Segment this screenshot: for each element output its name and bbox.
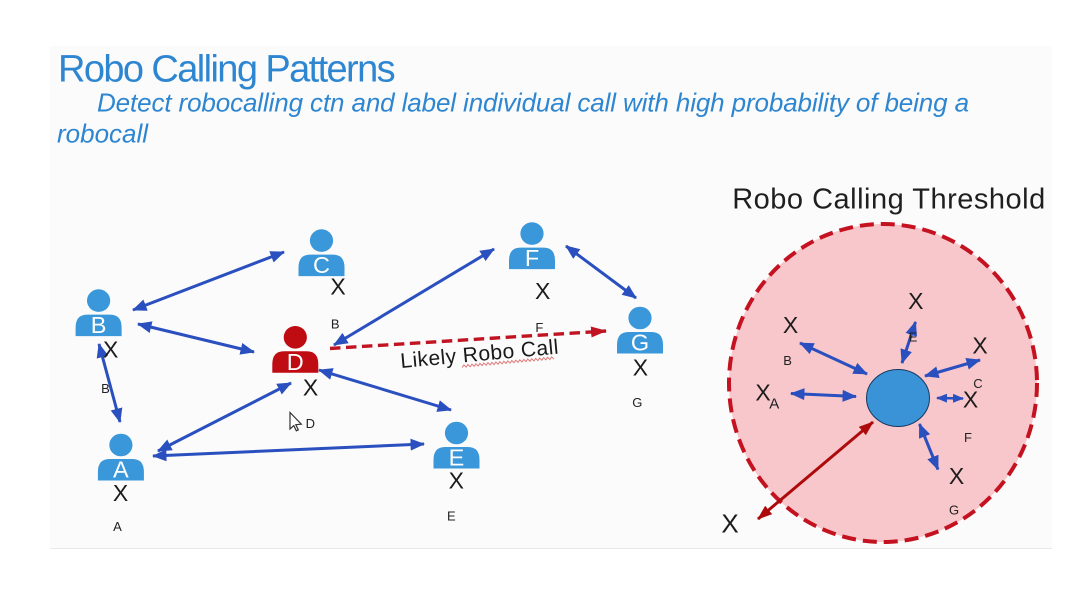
svg-text:E: E <box>447 509 456 524</box>
svg-text:B: B <box>331 316 340 331</box>
svg-text:robocall: robocall <box>57 119 149 149</box>
svg-text:B: B <box>783 353 792 368</box>
svg-text:C: C <box>313 252 330 278</box>
svg-text:X: X <box>721 509 738 539</box>
svg-text:D: D <box>287 349 304 375</box>
svg-text:F: F <box>964 430 972 445</box>
svg-text:Detect robocalling ctn and lab: Detect robocalling ctn and label individ… <box>97 88 969 118</box>
svg-text:X: X <box>908 288 923 314</box>
svg-text:F: F <box>525 245 539 271</box>
svg-text:X: X <box>783 312 798 338</box>
svg-text:A: A <box>113 519 122 534</box>
svg-text:X: X <box>972 333 987 359</box>
svg-text:D: D <box>306 416 315 431</box>
svg-text:G: G <box>949 502 959 517</box>
svg-text:X: X <box>303 375 318 401</box>
svg-text:X: X <box>949 463 964 489</box>
svg-text:X: X <box>103 337 118 363</box>
svg-text:X: X <box>113 480 128 506</box>
svg-text:X: X <box>963 387 978 413</box>
svg-text:X: X <box>449 468 464 494</box>
svg-text:X: X <box>330 273 345 299</box>
svg-text:G: G <box>632 395 642 410</box>
svg-text:G: G <box>631 330 649 356</box>
svg-text:Robo Calling Threshold: Robo Calling Threshold <box>732 184 1046 216</box>
svg-text:F: F <box>535 320 543 335</box>
svg-text:B: B <box>91 312 107 338</box>
svg-text:E: E <box>909 330 918 345</box>
svg-text:A: A <box>113 457 129 483</box>
svg-text:X: X <box>535 278 550 304</box>
svg-text:X: X <box>633 355 648 381</box>
svg-text:A: A <box>769 396 779 413</box>
svg-text:X: X <box>755 379 770 405</box>
svg-text:E: E <box>449 445 465 471</box>
svg-text:C: C <box>973 376 982 391</box>
svg-text:B: B <box>101 381 110 396</box>
svg-text:Robo Calling Patterns: Robo Calling Patterns <box>58 48 395 90</box>
